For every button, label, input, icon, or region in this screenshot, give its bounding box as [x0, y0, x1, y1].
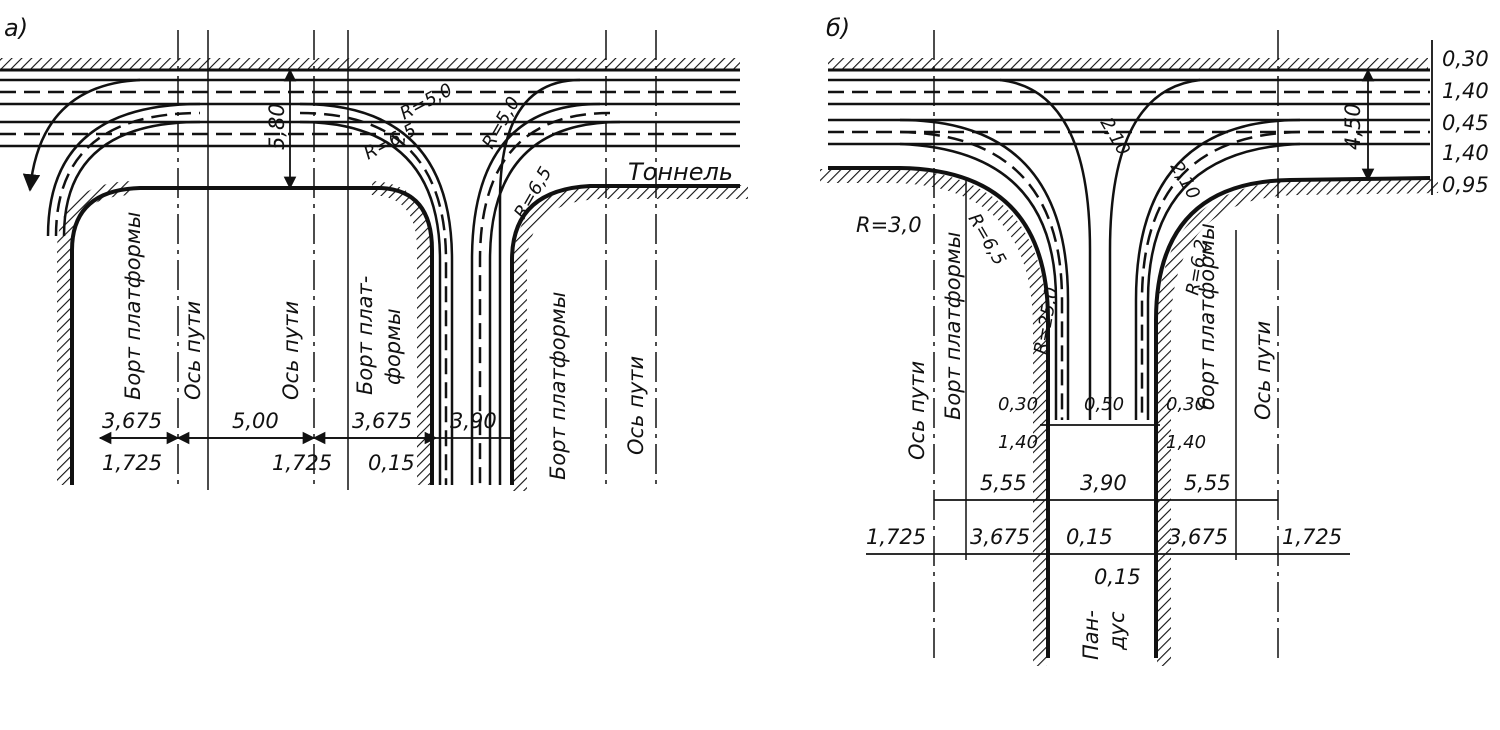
radius-a-1: R=5,0: [396, 79, 455, 124]
panel-a-tag: а): [4, 14, 28, 42]
b-right-wall: [1154, 176, 1431, 658]
tunnel-wall-hatch: [513, 185, 748, 491]
b-axis-lines: [933, 30, 1279, 660]
b-rd-1: 0,30: [1442, 47, 1489, 71]
vtext-a-7: Ось пути: [624, 356, 648, 455]
b-vtext-3: борт платформы: [1195, 223, 1219, 410]
b-ramp-l2: 1,40: [998, 432, 1038, 453]
b-row1-2: 3,90: [1080, 471, 1127, 495]
main-tracks: [0, 78, 740, 148]
platform-left-hatch-right: [371, 181, 431, 485]
b-right-wall-hatch: [1157, 179, 1439, 666]
panel-a: а): [0, 14, 748, 491]
curved-tracks-a: [22, 78, 621, 485]
height-dim-label: 5,80: [265, 103, 289, 150]
b-rd-4: 1,40: [1442, 141, 1489, 165]
curved-dashed-a: [54, 111, 611, 485]
b-rd-2: 1,40: [1442, 79, 1489, 103]
dim-a-w2: 5,00: [232, 409, 279, 433]
dim-a-s2: 1,725: [272, 451, 332, 475]
vtext-a-5: формы: [381, 308, 405, 385]
vtext-a-2: Ось пути: [181, 301, 205, 400]
dim-a-s3: 0,15: [368, 451, 415, 475]
b-vtext-2: Борт платформы: [941, 232, 965, 420]
b-ramp-c: 0,50: [1084, 394, 1124, 415]
b-ramp-label-1: Пан-: [1079, 610, 1103, 660]
b-row2-3: 0,15: [1066, 525, 1113, 549]
b-total-label: 4,50: [1341, 103, 1365, 150]
b-main-tracks: [828, 78, 1430, 146]
vtext-a-6: Борт платформы: [546, 292, 570, 480]
platform-left-hatch: [57, 181, 133, 485]
b-row2-2: 3,675: [970, 525, 1030, 549]
b-row1-1: 5,55: [980, 471, 1027, 495]
vtext-a-3: Ось пути: [279, 301, 303, 400]
b-dashed-curves: [899, 130, 1301, 420]
b-curves: [899, 78, 1301, 420]
radius-a-2: R=6,5: [360, 119, 419, 164]
b-left-wall: [828, 166, 1050, 658]
b-left-wall-hatch: [820, 169, 1047, 666]
b-vtext-4: Ось пути: [1251, 321, 1275, 420]
b-extra: 0,15: [1094, 565, 1141, 589]
vtext-a-1: Борт платформы: [121, 212, 145, 400]
b-ramp-l1: 0,30: [998, 394, 1038, 415]
dim-a-w3: 3,675: [352, 409, 412, 433]
vtext-a-4: Борт плат-: [353, 276, 377, 395]
b-row2-4: 3,675: [1168, 525, 1228, 549]
b-ramp-r1: 0,30: [1166, 394, 1206, 415]
b-rd-5: 0,95: [1442, 173, 1489, 197]
b-vtext-1: Ось пути: [905, 361, 929, 460]
b-ramp-label-2: дус: [1105, 611, 1129, 651]
dim-a-w4: 3,90: [450, 409, 497, 433]
dim-a-s1: 1,725: [102, 451, 162, 475]
b-radius-1: R=3,0: [856, 213, 922, 237]
b-row2-5: 1,725: [1282, 525, 1342, 549]
b-row1-3: 5,55: [1184, 471, 1231, 495]
b-row2-1: 1,725: [866, 525, 926, 549]
b-top-hatch: [828, 58, 1428, 70]
platform-left-outline: [70, 186, 434, 485]
dim-a-w1: 3,675: [102, 409, 162, 433]
b-diag-2: 2,10: [1166, 158, 1204, 203]
tunnel-label: Тоннель: [628, 158, 733, 186]
panel-b-tag: б): [826, 14, 850, 42]
b-ramp-r2: 1,40: [1166, 432, 1206, 453]
axis-lines-a: [177, 30, 657, 490]
panel-b: б): [820, 14, 1489, 666]
b-rd-3: 0,45: [1442, 111, 1489, 135]
top-wall-hatch: [0, 58, 740, 70]
